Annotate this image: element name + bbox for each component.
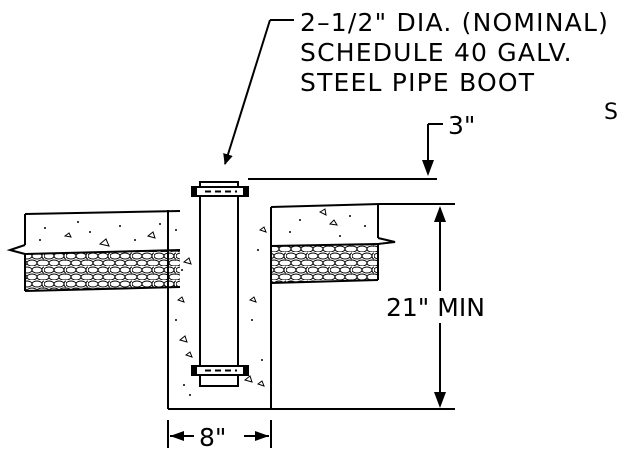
- gravel-left: [25, 250, 180, 291]
- slab-top-left: [24, 210, 181, 215]
- gravel-left-bottom: [24, 286, 181, 292]
- callout-line-1: 2–1/2" DIA. (NOMINAL): [300, 8, 609, 37]
- footing-aggregate-marks: [176, 257, 265, 387]
- concrete-footing: [167, 207, 455, 410]
- callout-line-3: STEEL PIPE BOOT: [300, 68, 535, 97]
- dim-width: 8": [167, 420, 272, 451]
- slab-top-right: [270, 203, 381, 208]
- callout-note: 2–1/2" DIA. (NOMINAL) SCHEDULE 40 GALV. …: [300, 8, 609, 97]
- dim-depth-label: 21" MIN: [386, 293, 485, 322]
- pipe-body: [199, 181, 239, 387]
- top-bolt-head: [191, 186, 197, 197]
- dim-depth-arrow-top: [434, 206, 446, 222]
- concrete-slab: [24, 203, 455, 247]
- callout-line-2: SCHEDULE 40 GALV.: [300, 38, 573, 67]
- dim-depth-arrow-bottom: [434, 392, 446, 408]
- dim-top-offset: 3": [248, 111, 475, 180]
- top-bolt: [191, 186, 249, 197]
- gravel-right-top: [270, 243, 379, 247]
- slab-stipple: [39, 215, 366, 241]
- dim-width-label: 8": [199, 423, 226, 451]
- gravel-right-bottom: [270, 279, 379, 284]
- dim-depth-label-mask: [382, 291, 497, 323]
- break-line-left: [6, 244, 26, 255]
- bottom-bolt: [191, 365, 249, 376]
- leader-arrow: [223, 19, 271, 165]
- bottom-bolt-head: [191, 365, 197, 376]
- pipe-boot: [191, 181, 249, 387]
- callout-leader: [223, 19, 294, 165]
- dim-top-arrowhead: [422, 160, 434, 176]
- dim-width-arrow-left: [170, 431, 184, 441]
- gravel-right: [271, 244, 378, 283]
- bottom-bolt-nut: [243, 365, 249, 376]
- footing-stipple: [175, 229, 263, 396]
- dim-top-offset-label: 3": [448, 111, 475, 140]
- clipped-text-fragment: S: [604, 100, 618, 125]
- dim-depth: 21" MIN: [382, 206, 497, 408]
- break-line-right: [377, 237, 396, 245]
- top-bolt-nut: [243, 186, 249, 197]
- gravel-base: [24, 243, 379, 292]
- dim-width-arrow-right: [255, 431, 269, 441]
- gravel-left-top: [24, 249, 181, 255]
